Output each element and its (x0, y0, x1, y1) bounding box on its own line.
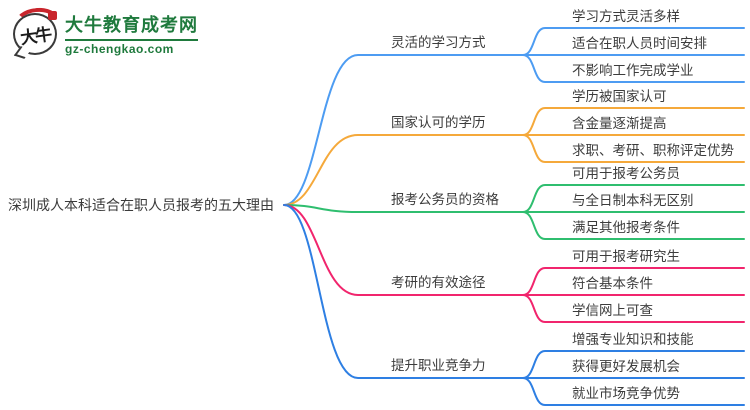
leaf-node: 求职、考研、职称评定优势 (572, 143, 734, 158)
leaf-node: 含金量逐渐提高 (572, 116, 667, 131)
logo-site-domain: gz-chengkao.com (65, 41, 174, 56)
leaf-node: 获得更好发展机会 (572, 359, 680, 374)
branch-lines-civil-servant (283, 184, 745, 240)
branch-lines-postgraduate (283, 204, 745, 323)
logo-badge-text: 大牛 (19, 24, 52, 48)
site-logo: 大牛 大牛教育成考网 gz-chengkao.com (12, 5, 198, 59)
root-node: 深圳成人本科适合在职人员报考的五大理由 (8, 197, 274, 213)
leaf-node: 学习方式灵活多样 (572, 9, 680, 24)
branch-node-career: 提升职业竞争力 (391, 358, 486, 373)
leaf-node: 满足其他报考条件 (572, 220, 680, 235)
leaf-node: 与全日制本科无区别 (572, 193, 694, 208)
branch-lines-career (283, 204, 745, 406)
branch-lines-flexible-study (283, 27, 745, 206)
branch-lines-national-degree (283, 107, 745, 206)
branch-node-flexible-study: 灵活的学习方式 (391, 35, 486, 50)
leaf-node: 学历被国家认可 (572, 89, 667, 104)
leaf-node: 增强专业知识和技能 (572, 332, 694, 347)
leaf-node: 适合在职人员时间安排 (572, 36, 707, 51)
logo-text-block: 大牛教育成考网 gz-chengkao.com (65, 11, 198, 56)
leaf-node: 可用于报考研究生 (572, 249, 680, 264)
logo-site-name: 大牛教育成考网 (65, 11, 198, 41)
logo-badge-icon: 大牛 (12, 5, 61, 59)
leaf-node: 学信网上可查 (572, 303, 653, 318)
branch-node-civil-servant: 报考公务员的资格 (391, 192, 499, 207)
leaf-node: 符合基本条件 (572, 276, 653, 291)
branch-node-national-degree: 国家认可的学历 (391, 115, 486, 130)
leaf-node: 就业市场竞争优势 (572, 386, 680, 401)
branch-node-postgraduate: 考研的有效途径 (391, 275, 486, 290)
logo-red-seal-icon (48, 11, 57, 20)
leaf-node: 不影响工作完成学业 (572, 63, 694, 78)
leaf-node: 可用于报考公务员 (572, 166, 680, 181)
